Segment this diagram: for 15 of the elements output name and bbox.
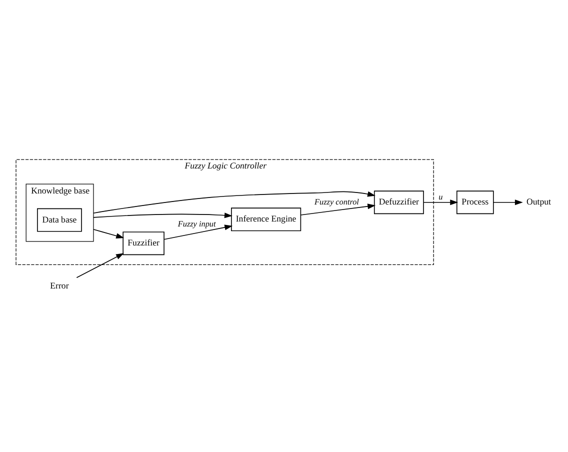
node-text: Output xyxy=(526,196,551,207)
node-box: Defuzzifier xyxy=(374,190,424,214)
arrow xyxy=(93,191,376,214)
node-box: Inference Engine xyxy=(231,208,302,232)
arrow xyxy=(493,200,523,206)
arrow xyxy=(93,212,232,218)
arrow xyxy=(423,200,458,206)
node-box: Process xyxy=(456,190,494,214)
arrow xyxy=(300,204,376,216)
node-text: Error xyxy=(50,280,69,290)
arrow xyxy=(76,253,124,278)
node-box: Data base xyxy=(37,208,82,232)
node-box: Fuzzifier xyxy=(122,232,164,256)
arrow xyxy=(164,224,233,240)
arrow xyxy=(93,229,124,239)
